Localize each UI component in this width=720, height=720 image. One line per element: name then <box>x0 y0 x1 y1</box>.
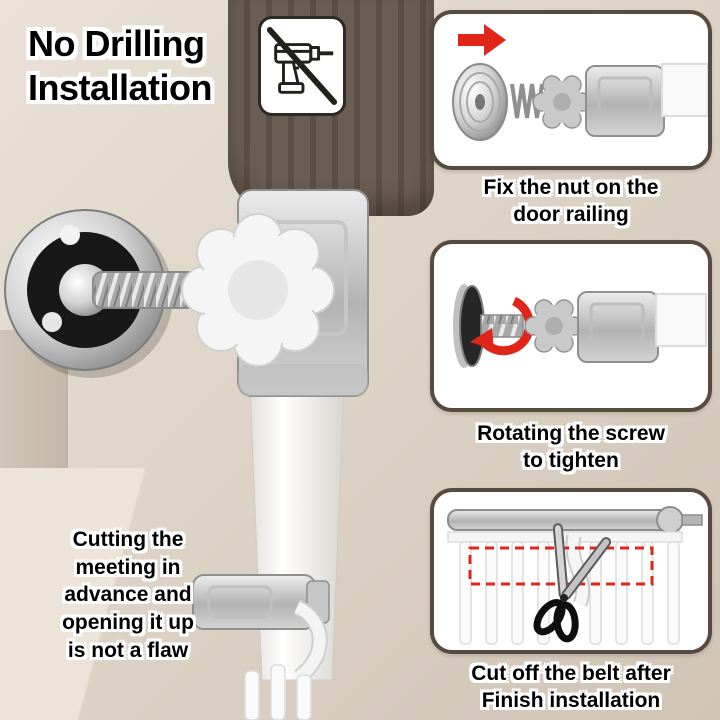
flaw-note: Cutting the meeting in advance and openi… <box>62 528 194 662</box>
rotate-arrow-icon <box>470 296 534 356</box>
prohibited-slash-icon <box>266 27 338 105</box>
wall-cup-disc <box>4 209 173 378</box>
no-drilling-badge <box>258 16 346 116</box>
step2-disc <box>453 284 485 368</box>
headline: No Drilling Installation <box>28 23 213 108</box>
step1-knob <box>532 75 592 129</box>
step1-disc <box>452 63 508 141</box>
step1-caption: Fix the nut on the door railing <box>483 176 659 227</box>
step2-box <box>430 240 712 412</box>
step3-illustration <box>447 506 703 645</box>
step3-box <box>430 488 712 654</box>
step2-caption: Rotating the screw to tighten <box>477 422 665 473</box>
step2-rail <box>655 293 707 347</box>
detail-gate-bars <box>244 664 312 720</box>
step3-caption: Cut off the belt after Finish installati… <box>471 662 671 713</box>
scissors-icon <box>533 523 612 643</box>
spring-icon <box>510 83 544 119</box>
gate-bars <box>459 541 680 645</box>
step2-knob <box>524 299 584 353</box>
step1-illustration <box>452 24 708 141</box>
tightening-knob <box>181 213 335 367</box>
pressure-rail <box>447 506 703 534</box>
step2-illustration <box>453 284 707 368</box>
red-arrow-right-icon <box>458 24 506 56</box>
step2-bracket <box>577 291 659 363</box>
step1-rail <box>661 63 708 117</box>
step1-box <box>430 10 712 170</box>
detail-belt <box>294 601 326 682</box>
step1-bracket <box>585 65 665 137</box>
belt-detail-photo <box>192 574 330 720</box>
no-drill-icon <box>266 27 338 105</box>
main-product-photo <box>4 189 369 680</box>
gate-top-bar <box>447 531 683 543</box>
